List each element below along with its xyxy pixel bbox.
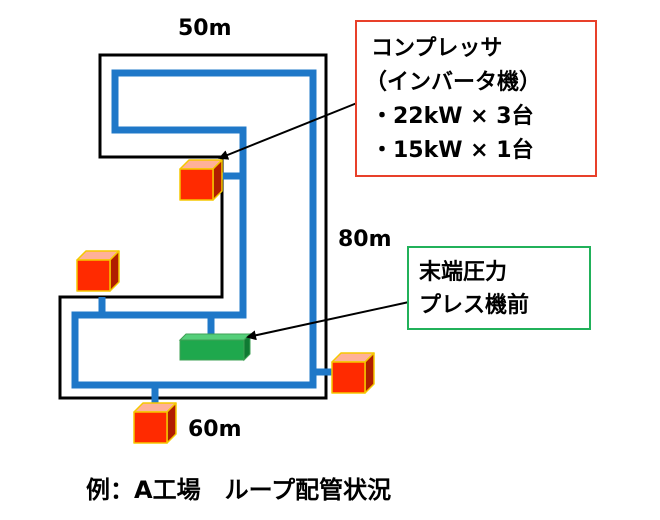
- compressor-bottom: [133, 402, 177, 444]
- press-callout: 末端圧力 プレス機前: [407, 246, 591, 330]
- compressor-right: [331, 352, 375, 394]
- dimension-right-label: 80m: [338, 227, 392, 252]
- dimension-top-label: 50m: [178, 16, 232, 41]
- figure-caption: 例：A工場 ループ配管状況: [86, 476, 392, 504]
- press-callout-line-1: 末端圧力: [419, 260, 508, 285]
- building-outline: [58, 53, 328, 400]
- loop-pipe: [71, 69, 333, 405]
- press-callout-line-2: プレス機前: [419, 293, 530, 318]
- compressor-top: [179, 159, 223, 201]
- press-machine: [178, 332, 252, 362]
- compressor-callout-line-4: ・15kW × 1台: [371, 138, 534, 163]
- dimension-bottom-label: 60m: [188, 417, 242, 442]
- pipe-main-loop: [71, 69, 317, 389]
- press-pointer-arrow: [246, 301, 410, 341]
- compressor-callout-line-3: ・22kW × 3台: [371, 104, 534, 129]
- compressor-pointer-arrow: [218, 102, 358, 160]
- compressor-callout-line-2: （インバータ機）: [365, 70, 542, 95]
- compressor-callout-line-1: コンプレッサ: [371, 36, 503, 61]
- compressor-callout: コンプレッサ （インバータ機） ・22kW × 3台 ・15kW × 1台: [355, 20, 597, 177]
- compressor-left: [76, 250, 120, 292]
